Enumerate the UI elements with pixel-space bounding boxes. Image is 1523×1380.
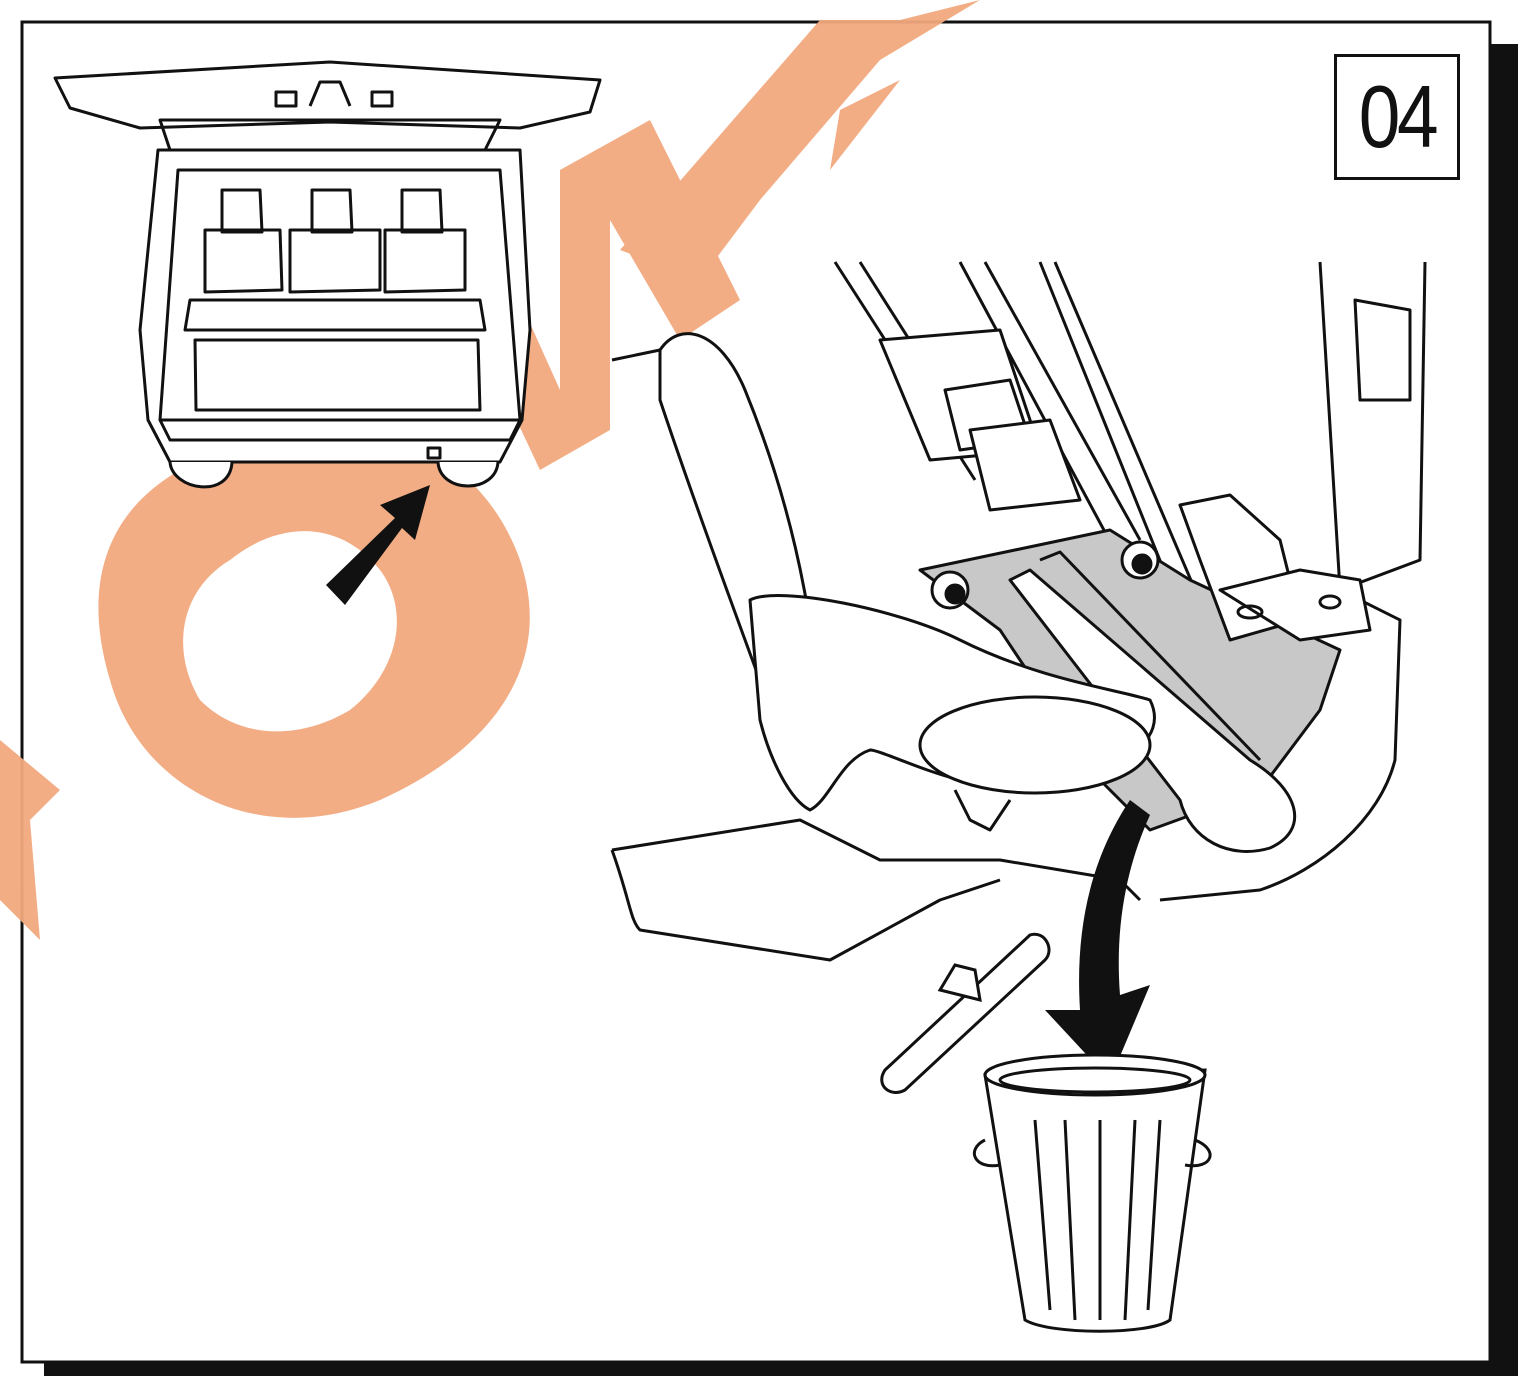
step-number-badge: 04 xyxy=(1334,54,1460,180)
van-body xyxy=(140,150,530,462)
step-number: 04 xyxy=(1359,73,1435,161)
